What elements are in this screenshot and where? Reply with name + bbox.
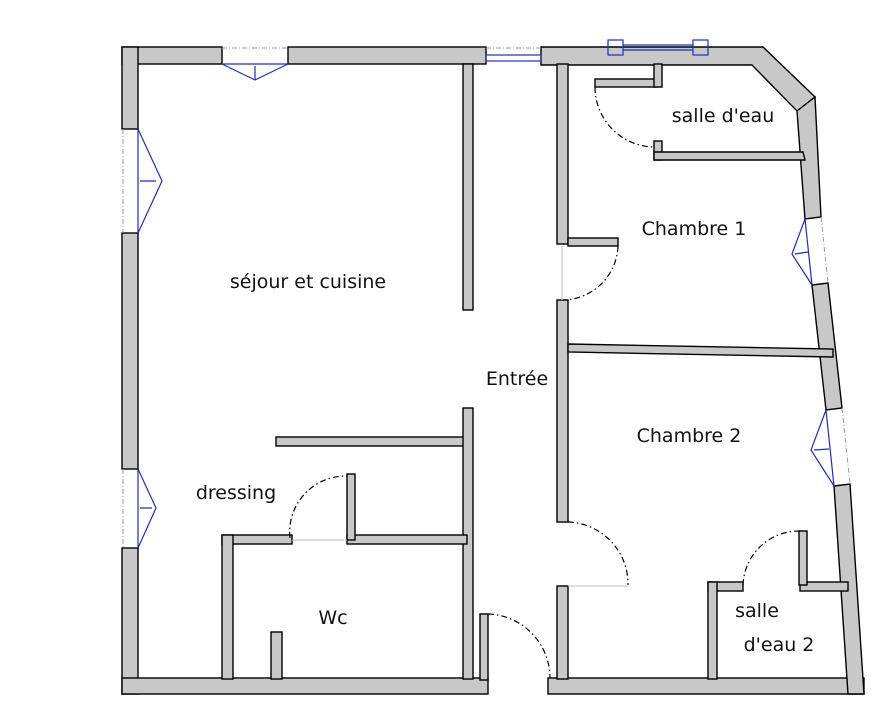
wall-wc-bottom-stub (270, 631, 283, 680)
wall-chambre1-chambre2 (567, 343, 834, 358)
wall-wc-top-right (346, 534, 468, 545)
wall-salle-eau-stub (594, 78, 658, 88)
wall-salle-eau2-door-stub (798, 530, 808, 586)
wall-dressing-top (275, 436, 473, 447)
label-salle-eau2-line1: salle (735, 600, 779, 622)
wall-entree-right-3 (556, 585, 569, 680)
window-top-entree-icon (485, 54, 542, 62)
label-sejour: séjour et cuisine (230, 271, 386, 293)
label-chambre2: Chambre 2 (637, 425, 742, 447)
wall-bottom-right (547, 677, 865, 695)
wall-salle-eau-top (653, 63, 663, 88)
window-chambre1-right-line (820, 216, 829, 284)
wall-left-2 (121, 232, 139, 470)
wall-chambre1-stub (567, 237, 619, 247)
window-chambre2-right-sill (825, 409, 835, 487)
exterior-walls (121, 46, 865, 695)
window-chambre2-right-icon (810, 409, 835, 487)
wall-salle-eau2-top-right (799, 581, 849, 592)
label-salle-eau2-line2: d'eau 2 (744, 634, 815, 656)
wall-top-right (540, 46, 817, 112)
wall-entrance-stub (479, 613, 489, 681)
wall-entree-right-2 (556, 299, 569, 523)
door-salle-eau (594, 86, 656, 148)
interior-walls (221, 63, 849, 681)
door-chambre1 (562, 245, 619, 301)
label-salle-eau: salle d'eau (672, 105, 775, 127)
window-top-left-icon (221, 63, 289, 81)
room-labels: séjour et cuisine Entrée dressing Wc Cha… (196, 105, 815, 656)
wall-left-1 (121, 46, 139, 130)
wall-salle-eau-bottom (653, 151, 806, 161)
door-chambre2 (567, 521, 629, 586)
wall-wc-left (221, 534, 234, 680)
window-chambre1-right-sill (804, 218, 813, 286)
wall-top-middle (287, 46, 487, 65)
door-wc (289, 475, 348, 539)
wall-right-3 (833, 483, 865, 695)
wall-right-2 (811, 282, 843, 411)
door-entrance (487, 613, 551, 679)
window-left-upper-icon (137, 128, 163, 234)
label-wc: Wc (318, 607, 347, 629)
wall-sejour-entree (462, 63, 474, 311)
wall-bottom-left (121, 677, 489, 695)
doors (289, 86, 801, 679)
wall-wc-door-stub (346, 473, 356, 541)
label-dressing: dressing (196, 482, 276, 504)
door-salle-eau2 (742, 530, 801, 586)
label-entree: Entrée (486, 368, 548, 390)
windows (122, 39, 851, 549)
wall-entree-right-1 (556, 63, 569, 245)
wall-left-3 (121, 547, 139, 695)
window-chambre1-right-handle (692, 39, 709, 56)
window-left-lower-icon (137, 468, 157, 549)
window-chambre2-right-line (841, 407, 851, 485)
window-chambre1-right-icon (791, 218, 813, 286)
wall-salle-eau2-left (707, 581, 718, 680)
label-chambre1: Chambre 1 (642, 218, 747, 240)
window-chambre1-left-handle (607, 39, 624, 56)
